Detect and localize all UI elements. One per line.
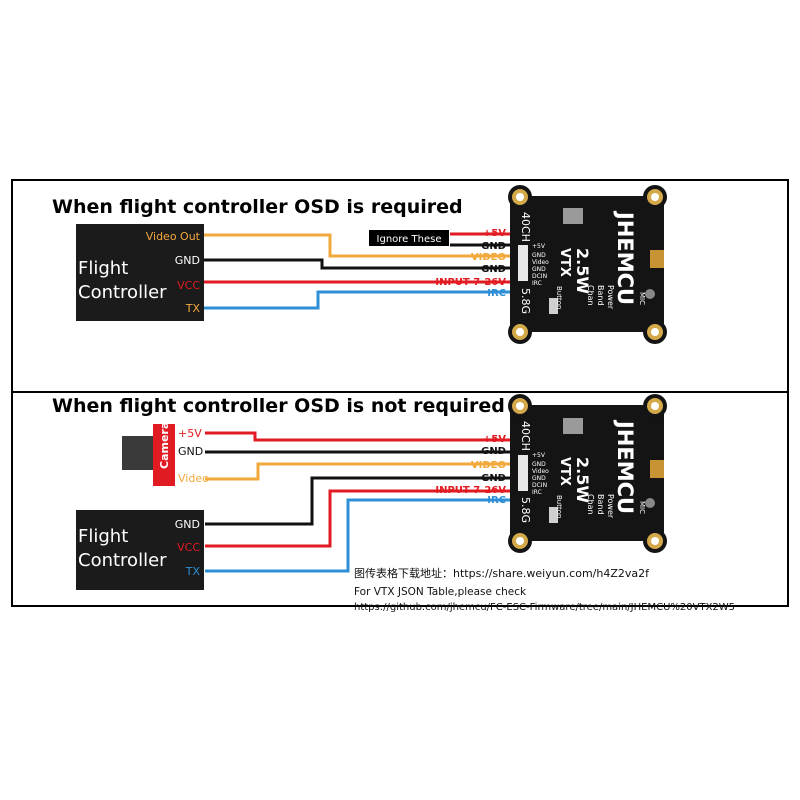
fc1-pin-gnd: GND: [175, 254, 200, 267]
camera-lens: [122, 436, 155, 470]
fc1-pin-video-out: Video Out: [146, 230, 201, 243]
antenna-connector: [650, 460, 664, 478]
s2-label-5v: +5V: [483, 434, 506, 445]
wire-camera-5v: [205, 431, 515, 442]
vtx2-channels: 40CH: [519, 421, 532, 451]
vtx2-mic: MIC: [638, 501, 646, 514]
vtx2-pad-gnd: GND: [532, 461, 546, 468]
vtx-board-2: 40CH 5.8G +5V GND Video GND DCIN IRC 2.5…: [508, 394, 667, 553]
vtx1-pad-gnd: GND: [532, 252, 546, 259]
vtx2-vtx: VTX: [557, 457, 572, 486]
camera-pin-video: Video: [178, 472, 209, 485]
fc2-name-line1: Flight: [78, 526, 128, 547]
wire-fc-vcc: [205, 489, 515, 548]
vtx-board-2-body: [510, 405, 664, 541]
section1-title: When flight controller OSD is required: [52, 196, 463, 218]
vtx2-button-label: Button: [555, 495, 563, 518]
vtx2-pad-video: Video: [532, 468, 549, 475]
fc2-pin-tx: TX: [185, 565, 201, 578]
vtx2-power: 2.5W: [573, 457, 592, 503]
vtx2-menu-band: Band: [596, 494, 605, 515]
vtx2-pad-irc: IRC: [532, 489, 542, 496]
fc1-name-line2: Controller: [78, 282, 167, 303]
vtx1-brand: JHEMCU: [613, 210, 637, 305]
s1-label-gnd1: GND: [481, 241, 506, 252]
s2-label-gnd2: GND: [481, 473, 506, 484]
vtx1-pad-5v: +5V: [532, 243, 546, 250]
camera-pin-gnd: GND: [178, 445, 203, 458]
vtx1-menu-chan: Chan: [586, 285, 595, 306]
camera-body: [153, 424, 175, 486]
flight-controller-box-1: [76, 224, 204, 321]
mic-icon: [645, 498, 655, 508]
s1-label-gnd2: GND: [481, 264, 506, 275]
wire-fc-irc: [205, 498, 515, 573]
s1-label-5v: +5V: [483, 228, 506, 239]
ignore-note-box: [369, 230, 449, 246]
vtx1-button-label: Button: [555, 286, 563, 309]
antenna-connector: [650, 250, 664, 268]
vtx1-band: 5.8G: [519, 288, 532, 314]
wire-camera-video: [205, 462, 515, 481]
vtx2-menu-chan: Chan: [586, 494, 595, 515]
vtx2-pad-5v: +5V: [532, 452, 546, 459]
vtx-board-1: 40CH 5.8G +5V GND Video GND DCIN IRC 2.5…: [508, 185, 667, 344]
wire-fc-gnd: [205, 476, 515, 526]
vtx-chip: [563, 418, 583, 434]
vtx1-pad-dcin: DCIN: [532, 273, 547, 280]
vtx-chip: [563, 208, 583, 224]
camera-label: Camera: [158, 422, 171, 469]
s2-label-video: VIDEO: [471, 460, 506, 471]
vtx-button: [549, 507, 558, 523]
note-json-table: For VTX JSON Table,please check: [354, 586, 527, 598]
wire-irc-s1: [204, 290, 515, 310]
vtx2-menu-power: Power: [606, 494, 615, 519]
fc1-pin-tx: TX: [185, 302, 201, 315]
vtx1-pad-irc: IRC: [532, 280, 542, 287]
note-share-link[interactable]: 图传表格下载地址：https://share.weiyun.com/h4Z2va…: [354, 566, 650, 580]
fc1-pin-vcc: VCC: [177, 279, 200, 292]
vtx1-pad-video: Video: [532, 259, 549, 266]
fc2-name-line2: Controller: [78, 550, 167, 571]
s1-label-video: VIDEO: [471, 252, 506, 263]
flight-controller-box-2: [76, 510, 204, 590]
vtx1-mic: MIC: [638, 292, 646, 305]
vtx1-menu-power: Power: [606, 285, 615, 310]
vtx-board-1-body: [510, 196, 664, 332]
s1-label-input: INPUT 7-26V: [435, 277, 506, 288]
vtx1-pad-gnd2: GND: [532, 266, 546, 273]
vtx2-pad-gnd2: GND: [532, 475, 546, 482]
connector-socket: [518, 455, 528, 491]
wire-gnd-s1: [204, 258, 515, 270]
vtx1-power: 2.5W: [573, 248, 592, 294]
s2-label-gnd1: GND: [481, 446, 506, 457]
section2-title: When flight controller OSD is not requir…: [52, 395, 505, 417]
note-github-link[interactable]: https://github.com/jhemcu/FC-ESC-Firmwar…: [354, 602, 735, 613]
s2-label-irc: IRC: [487, 495, 506, 506]
vtx2-brand: JHEMCU: [613, 419, 637, 514]
vtx1-menu-band: Band: [596, 285, 605, 306]
vtx2-pad-dcin: DCIN: [532, 482, 547, 489]
connector-socket: [518, 245, 528, 281]
s1-label-irc: IRC: [487, 288, 506, 299]
ignore-note: Ignore These: [377, 234, 442, 245]
fc2-pin-gnd: GND: [175, 518, 200, 531]
vtx1-channels: 40CH: [519, 212, 532, 242]
vtx-button: [549, 298, 558, 314]
fc2-pin-vcc: VCC: [177, 541, 200, 554]
vtx1-vtx: VTX: [557, 248, 572, 277]
wire-video-s1: [204, 233, 515, 258]
s2-label-input: INPUT 7-26V: [435, 485, 506, 496]
camera-pin-5v: +5V: [178, 427, 202, 440]
fc1-name-line1: Flight: [78, 258, 128, 279]
vtx2-band: 5.8G: [519, 497, 532, 523]
mic-icon: [645, 289, 655, 299]
